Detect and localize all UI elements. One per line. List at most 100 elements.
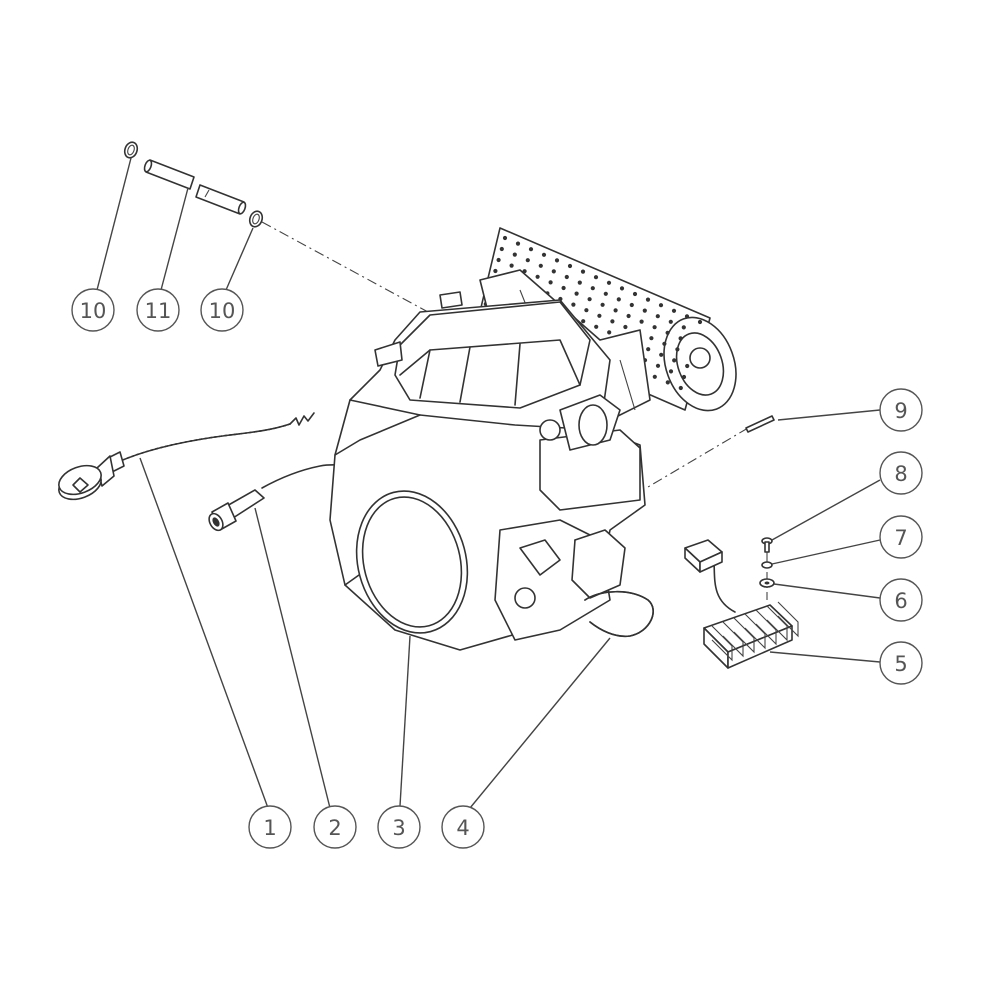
callout-label: 6 bbox=[894, 589, 907, 613]
perforation-hole bbox=[672, 358, 677, 363]
perforation-hole bbox=[548, 280, 553, 285]
perforation-hole bbox=[616, 297, 621, 302]
perforation-hole bbox=[515, 241, 521, 246]
perforation-hole bbox=[571, 302, 576, 307]
perforation-hole bbox=[681, 374, 687, 380]
flywheel-screen bbox=[355, 490, 469, 634]
callout-4: 4 bbox=[441, 805, 485, 849]
tube-part-4 bbox=[584, 590, 654, 638]
perforation-hole bbox=[597, 313, 602, 318]
perforation-hole bbox=[502, 235, 508, 241]
perforation-hole bbox=[685, 363, 690, 369]
perforation-hole bbox=[671, 308, 677, 313]
perforation-hole bbox=[499, 246, 504, 252]
perforation-hole bbox=[590, 286, 595, 291]
choke-cable-part-1 bbox=[58, 412, 315, 501]
perforation-hole bbox=[496, 257, 501, 263]
leader-lines bbox=[96, 157, 881, 809]
callout-1: 1 bbox=[248, 805, 292, 849]
perforation-hole bbox=[541, 252, 547, 257]
perforation-hole bbox=[509, 263, 514, 268]
callout-8: 8 bbox=[879, 451, 923, 495]
callout-label: 8 bbox=[894, 462, 907, 486]
perforation-hole bbox=[587, 297, 592, 302]
perforation-hole bbox=[645, 297, 651, 302]
callout-2: 2 bbox=[313, 805, 357, 849]
assembly-line-pin bbox=[647, 427, 749, 488]
heat-sink-fin bbox=[777, 601, 799, 638]
perforation-hole bbox=[668, 319, 673, 324]
perforation-hole bbox=[581, 319, 586, 324]
perforation-hole bbox=[603, 291, 608, 296]
callout-label: 3 bbox=[392, 816, 405, 840]
perforation-hole bbox=[554, 258, 560, 263]
pin-part-9 bbox=[745, 415, 775, 433]
callout-11: 11 bbox=[136, 288, 180, 332]
perforation-hole bbox=[632, 291, 638, 297]
washer-part-6 bbox=[759, 578, 775, 588]
perforation-hole bbox=[649, 336, 654, 341]
perforation-hole bbox=[655, 314, 660, 319]
perforation-hole bbox=[535, 274, 540, 279]
callout-5: 5 bbox=[879, 641, 923, 685]
perforation-hole bbox=[528, 247, 534, 252]
perforation-hole bbox=[629, 302, 634, 308]
perforation-hole bbox=[493, 268, 498, 274]
heat-sink-fin bbox=[722, 621, 744, 658]
heat-sink-fin bbox=[733, 617, 755, 654]
callout-9: 9 bbox=[879, 388, 923, 432]
perforation-hole bbox=[580, 269, 586, 274]
heat-sink-fin bbox=[755, 609, 777, 646]
perforation-hole bbox=[593, 275, 599, 280]
heat-sink-fin bbox=[766, 605, 788, 642]
perforation-hole bbox=[525, 258, 530, 263]
perforation-hole bbox=[626, 313, 631, 319]
perforation-hole bbox=[658, 303, 664, 308]
perforation-hole bbox=[561, 285, 566, 291]
perforation-hole bbox=[619, 286, 625, 291]
perforation-hole bbox=[594, 324, 599, 329]
perforation-hole bbox=[681, 325, 686, 330]
callout-7: 7 bbox=[879, 515, 923, 559]
perforation-hole bbox=[675, 347, 680, 352]
hose-part-11 bbox=[143, 159, 247, 215]
perforation-hole bbox=[606, 280, 612, 285]
perforation-hole bbox=[512, 252, 517, 257]
perforation-hole bbox=[652, 374, 657, 379]
perforation-hole bbox=[646, 347, 651, 352]
heat-sink-fin bbox=[711, 625, 733, 662]
voltage-regulator-part-5 bbox=[684, 539, 799, 669]
perforation-hole bbox=[668, 369, 674, 374]
perforation-hole bbox=[659, 352, 664, 357]
perforation-hole bbox=[613, 308, 618, 313]
hose-clamp-part-10b bbox=[248, 210, 264, 228]
perforation-hole bbox=[600, 302, 605, 307]
heat-sink-fin bbox=[744, 613, 766, 650]
callout-6: 6 bbox=[879, 578, 923, 622]
perforation-hole bbox=[665, 330, 670, 335]
callout-label: 10 bbox=[209, 299, 236, 323]
callout-label: 7 bbox=[894, 526, 907, 550]
perforation-hole bbox=[610, 319, 615, 324]
perforation-hole bbox=[551, 269, 556, 274]
perforation-hole bbox=[652, 325, 657, 330]
hose-clamp-part-10a bbox=[123, 141, 139, 159]
callout-label: 1 bbox=[263, 816, 276, 840]
engine-part-3 bbox=[329, 227, 737, 651]
perforation-hole bbox=[678, 336, 683, 341]
callout-label: 11 bbox=[145, 299, 172, 323]
perforation-hole bbox=[662, 341, 667, 346]
callout-3: 3 bbox=[377, 805, 421, 849]
callout-label: 9 bbox=[894, 399, 907, 423]
perforation-hole bbox=[577, 280, 582, 285]
callout-label: 2 bbox=[328, 816, 341, 840]
perforation-hole bbox=[665, 380, 670, 385]
perforation-hole bbox=[584, 308, 589, 313]
perforation-hole bbox=[655, 363, 661, 368]
callout-label: 10 bbox=[80, 299, 107, 323]
lock-washer-part-7 bbox=[761, 561, 773, 569]
assembly-line-hose bbox=[261, 221, 429, 313]
perforation-hole bbox=[538, 263, 543, 268]
perforation-hole bbox=[623, 324, 628, 330]
